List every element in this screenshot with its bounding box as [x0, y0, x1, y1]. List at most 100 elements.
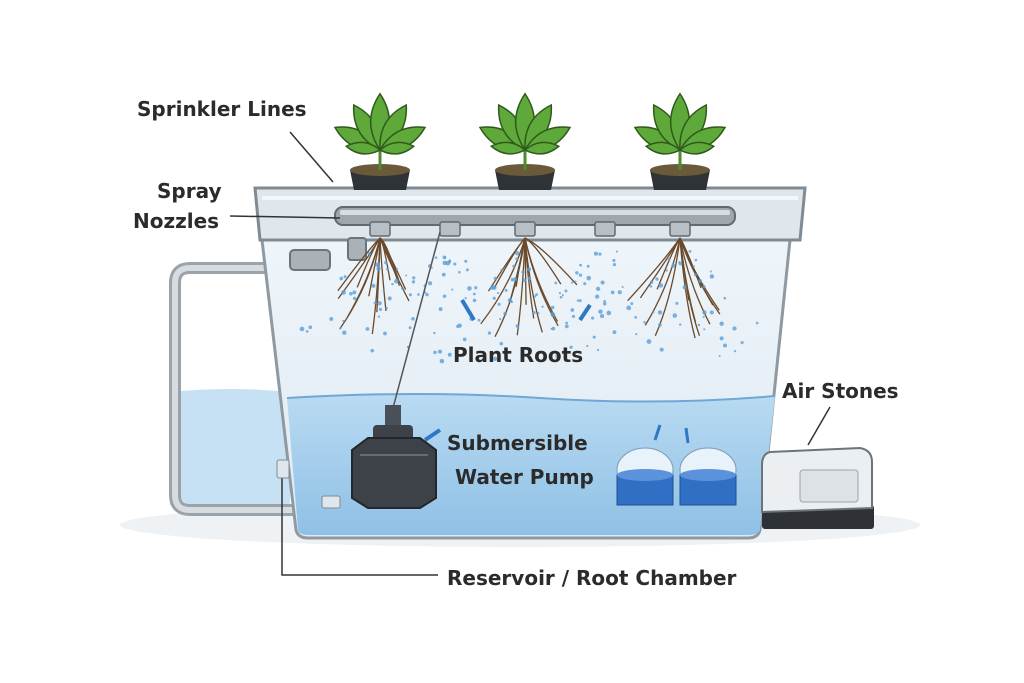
- root: [644, 237, 681, 326]
- root: [639, 237, 681, 299]
- droplet: [694, 258, 698, 262]
- droplet: [378, 307, 383, 311]
- droplet: [592, 335, 596, 339]
- droplet: [433, 331, 436, 335]
- droplet: [527, 276, 532, 281]
- droplet: [541, 305, 544, 308]
- droplet: [576, 299, 580, 302]
- droplet: [385, 267, 389, 271]
- droplet: [596, 348, 600, 352]
- droplet: [586, 264, 590, 268]
- droplet: [477, 318, 481, 322]
- droplet: [571, 314, 576, 319]
- droplet: [672, 313, 678, 318]
- droplet: [510, 300, 514, 304]
- droplet: [492, 296, 496, 300]
- root: [679, 237, 711, 325]
- droplet: [578, 273, 583, 277]
- droplet: [702, 315, 705, 318]
- droplet: [532, 311, 536, 315]
- leaf: [378, 141, 416, 155]
- droplet: [575, 271, 579, 275]
- droplet: [439, 358, 445, 364]
- droplet: [703, 328, 706, 331]
- droplet: [558, 291, 562, 295]
- droplet: [462, 337, 467, 342]
- droplet: [723, 296, 727, 300]
- root: [679, 237, 714, 306]
- droplet: [453, 262, 457, 266]
- droplet: [434, 256, 438, 259]
- droplet: [408, 326, 412, 330]
- droplet: [603, 299, 606, 303]
- root: [654, 237, 681, 337]
- droplet: [702, 310, 707, 315]
- droplet: [655, 277, 659, 281]
- droplet: [709, 270, 712, 273]
- droplet: [512, 264, 516, 268]
- droplet: [474, 286, 478, 290]
- droplet: [515, 251, 520, 256]
- droplet: [339, 327, 342, 330]
- droplet: [626, 305, 632, 311]
- droplet: [464, 259, 468, 263]
- droplet: [579, 263, 582, 267]
- droplet: [598, 252, 602, 256]
- droplet: [504, 288, 508, 292]
- droplet: [472, 292, 476, 296]
- droplet: [343, 275, 347, 279]
- droplet: [593, 251, 598, 256]
- droplet: [570, 308, 575, 312]
- droplet: [299, 326, 305, 332]
- droplet: [352, 290, 357, 295]
- plants: [333, 92, 727, 190]
- droplet: [600, 280, 605, 285]
- droplet: [610, 290, 615, 295]
- droplet: [522, 278, 527, 283]
- droplet: [709, 310, 714, 315]
- droplet: [493, 356, 498, 361]
- droplet: [693, 273, 697, 277]
- root: [379, 237, 391, 281]
- droplet: [305, 330, 309, 333]
- droplet: [719, 336, 724, 341]
- droplet: [583, 282, 587, 286]
- leaf: [523, 141, 561, 155]
- droplet: [433, 350, 437, 355]
- droplet: [733, 349, 737, 353]
- droplet: [652, 311, 655, 314]
- droplet: [554, 281, 558, 285]
- droplet: [574, 280, 577, 283]
- droplet: [551, 326, 556, 331]
- droplet: [401, 287, 405, 291]
- droplet: [697, 323, 701, 327]
- label-reservoir: Reservoir / Root Chamber: [447, 566, 737, 590]
- droplet: [692, 265, 695, 268]
- droplet: [383, 331, 387, 336]
- droplet: [634, 315, 638, 319]
- droplet: [444, 256, 447, 259]
- droplet: [527, 267, 532, 272]
- droplet: [417, 293, 420, 296]
- droplet: [535, 293, 538, 296]
- plant-roots: [337, 237, 721, 339]
- droplet: [437, 349, 442, 354]
- label-nozzles: Nozzles: [133, 209, 219, 233]
- droplet: [709, 274, 715, 279]
- droplet: [598, 309, 603, 314]
- nozzle-icon: [594, 221, 616, 237]
- droplet: [586, 275, 592, 281]
- droplet: [387, 296, 392, 301]
- pipe-fitting: [289, 249, 331, 271]
- droplet: [395, 267, 398, 271]
- droplet: [533, 295, 537, 298]
- droplet: [671, 263, 676, 268]
- air-stones: [616, 424, 737, 506]
- droplet: [555, 354, 560, 359]
- leaf: [678, 141, 716, 155]
- droplet: [441, 272, 446, 277]
- droplet: [659, 347, 664, 352]
- droplet: [503, 311, 507, 316]
- droplet: [678, 323, 682, 326]
